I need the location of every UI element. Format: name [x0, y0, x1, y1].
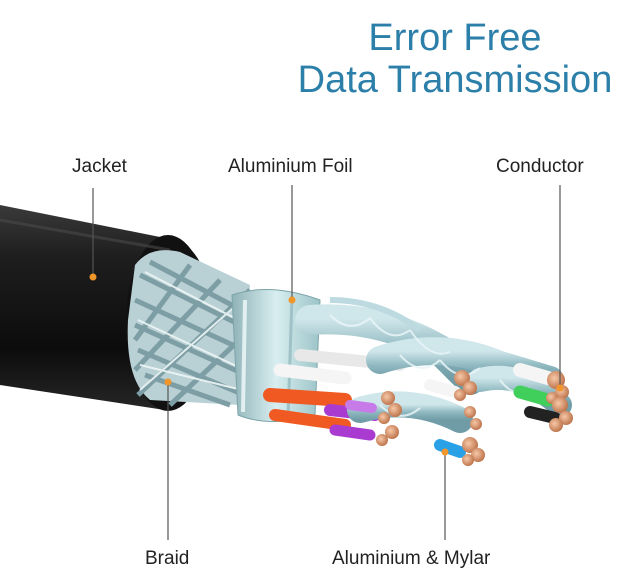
conductor-marker	[556, 384, 564, 392]
foil-marker	[288, 296, 296, 304]
label-aluminium-foil: Aluminium Foil	[228, 156, 353, 177]
label-conductor: Conductor	[496, 156, 584, 177]
label-braid: Braid	[145, 548, 190, 569]
headline-line-2: Data Transmission	[297, 59, 613, 101]
leader-lines	[92, 185, 561, 540]
label-jacket: Jacket	[72, 156, 127, 177]
cable-braid	[127, 250, 252, 408]
jacket-marker	[89, 273, 97, 281]
braid-marker	[164, 378, 172, 386]
headline-line-1: Error Free	[368, 17, 542, 59]
label-aluminium-mylar: Aluminium & Mylar	[332, 548, 491, 569]
copper-conductors	[376, 370, 573, 466]
wire-sleeves	[345, 363, 561, 458]
leader-markers	[89, 273, 564, 456]
mylar-marker	[441, 448, 449, 456]
